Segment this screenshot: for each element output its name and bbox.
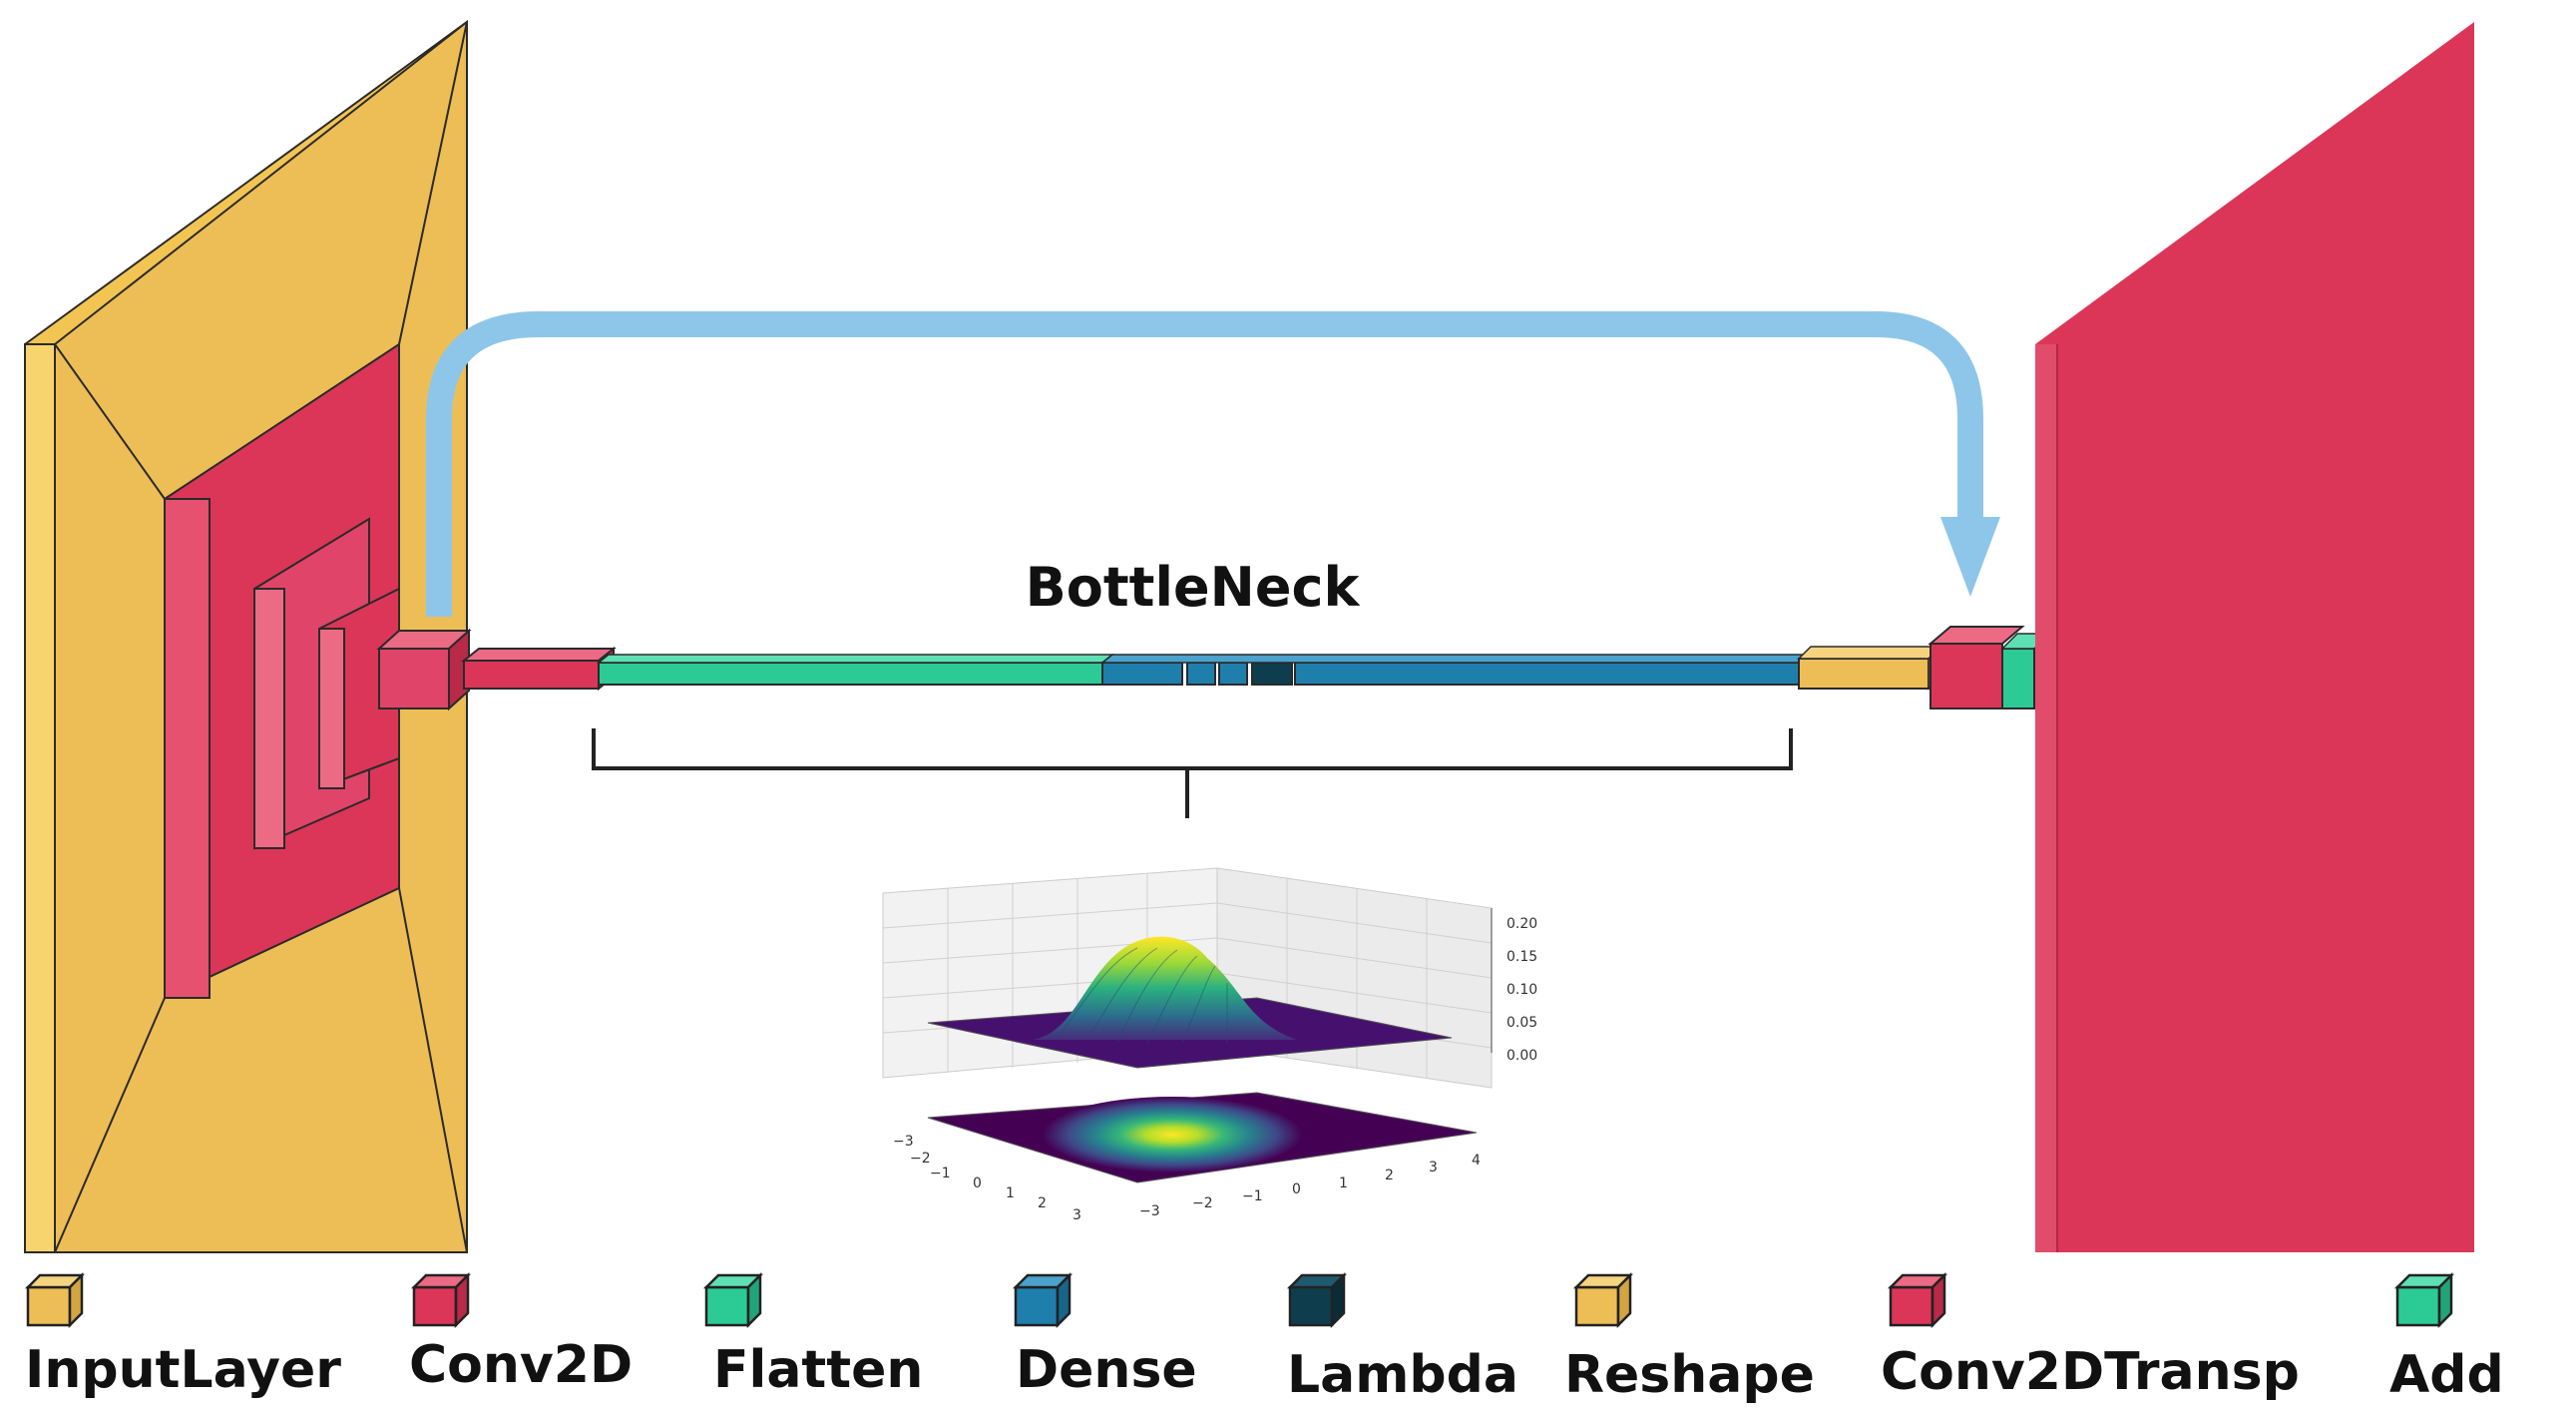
legend-swatch-icon (2393, 1271, 2455, 1329)
y-tick-label: 0 (1292, 1181, 1301, 1197)
x-tick-label: −2 (910, 1151, 931, 1167)
x-tick-label: 0 (973, 1175, 982, 1191)
legend-item-conv2dtransp: Conv2DTransp (1881, 1271, 2300, 1402)
z-tick-label: 0.00 (1506, 1048, 1537, 1064)
gaussian-3d-plot: 0.20 0.15 0.10 0.05 0.00 −3 −2 −1 0 1 2 … (882, 867, 1537, 1223)
y-tick-label: 2 (1385, 1168, 1394, 1183)
legend-swatch-icon (702, 1271, 764, 1329)
legend-label: Flatten (713, 1340, 923, 1400)
legend-item-dense: Dense (1012, 1271, 1197, 1400)
x-tick-label: −1 (930, 1166, 951, 1181)
legend-label: Reshape (1564, 1345, 1815, 1405)
legend-item-reshape: Reshape (1564, 1271, 1815, 1405)
z-tick-label: 0.20 (1506, 916, 1537, 932)
legend-swatch-icon (410, 1271, 472, 1329)
legend-label: InputLayer (25, 1340, 341, 1400)
legend-swatch-icon (1572, 1271, 1634, 1329)
bottleneck-label: BottleNeck (1026, 556, 1361, 619)
y-tick-label: −1 (1242, 1188, 1263, 1204)
legend-label: Conv2DTransp (1881, 1342, 2300, 1402)
legend-swatch-icon (1286, 1271, 1348, 1329)
skip-connection-arrow (426, 311, 2000, 617)
output-conv2dtranspose-block (2035, 22, 2474, 1252)
z-tick-label: 0.15 (1506, 949, 1537, 965)
legend-label: Lambda (1287, 1345, 1518, 1405)
legend-label: Conv2D (409, 1335, 633, 1395)
x-tick-label: 3 (1073, 1207, 1081, 1223)
legend-item-add: Add (2389, 1271, 2504, 1405)
x-tick-label: 1 (1006, 1185, 1015, 1201)
z-tick-label: 0.10 (1506, 982, 1537, 998)
y-tick-label: 3 (1429, 1160, 1438, 1175)
legend-item-flatten: Flatten (702, 1271, 923, 1400)
bottleneck-chain (461, 626, 2051, 709)
legend-swatch-icon (24, 1271, 86, 1329)
y-tick-label: −3 (1139, 1203, 1160, 1219)
legend-swatch-icon (1012, 1271, 1073, 1329)
legend-swatch-icon (1887, 1271, 1948, 1329)
legend-label: Dense (1016, 1340, 1197, 1400)
z-tick-label: 0.05 (1506, 1015, 1537, 1031)
legend-label: Add (2389, 1345, 2504, 1405)
y-tick-label: 4 (1472, 1153, 1481, 1169)
legend-item-inputlayer: InputLayer (24, 1271, 341, 1400)
x-tick-label: −3 (893, 1134, 914, 1150)
legend: InputLayer Conv2D Flatten Den (24, 1271, 2504, 1405)
y-tick-label: 1 (1339, 1175, 1348, 1191)
bottleneck-brace (592, 728, 1793, 818)
legend-item-conv2d: Conv2D (409, 1271, 633, 1395)
encoder-conv-stack (164, 342, 472, 1000)
y-tick-label: −2 (1192, 1195, 1213, 1211)
legend-item-lambda: Lambda (1286, 1271, 1518, 1405)
x-tick-label: 2 (1038, 1195, 1047, 1211)
